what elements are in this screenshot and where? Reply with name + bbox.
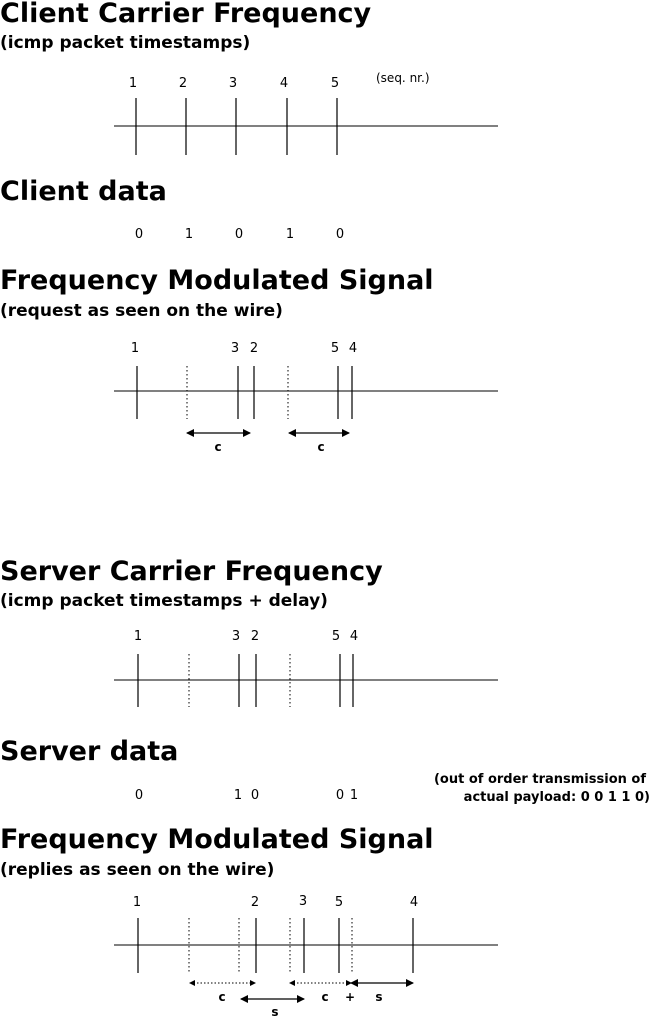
client-carrier-timeline: 1 2 3 4 5 (seq. nr.)	[114, 71, 498, 155]
data-bit: 0	[336, 227, 344, 242]
packet-label: 1	[131, 341, 139, 356]
reply-signal-subtitle: (replies as seen on the wire)	[0, 860, 274, 880]
seq-note: (seq. nr.)	[376, 71, 430, 85]
data-bit: 0	[135, 788, 143, 803]
interval-label: c	[317, 440, 324, 454]
packet-label: 5	[331, 341, 339, 356]
packet-label: 3	[299, 894, 307, 909]
seq-label-5: 5	[331, 76, 339, 91]
client-carrier-subtitle: (icmp packet timestamps)	[0, 33, 250, 53]
request-signal-subtitle: (request as seen on the wire)	[0, 301, 283, 321]
seq-label-2: 2	[179, 76, 187, 91]
packet-label: 4	[410, 895, 418, 910]
data-bit: 1	[350, 788, 358, 803]
interval-label: c	[321, 990, 328, 1004]
reply-signal-title: Frequency Modulated Signal	[0, 824, 434, 855]
packet-label: 1	[134, 629, 142, 644]
packet-label: 2	[251, 629, 259, 644]
data-bit: 1	[185, 227, 193, 242]
packet-label: 2	[251, 895, 259, 910]
data-bit: 1	[286, 227, 294, 242]
payload-note-line2: actual payload: 0 0 1 1 0)	[464, 790, 650, 805]
packet-label: 4	[350, 629, 358, 644]
interval-label: c	[214, 440, 221, 454]
server-carrier-subtitle: (icmp packet timestamps + delay)	[0, 591, 328, 611]
packet-label: 1	[133, 895, 141, 910]
server-data-bits: 0 1 0 0 1 (out of order transmission of …	[135, 772, 650, 805]
reply-signal-timeline: 1 2 3 5 4 c s c + s	[114, 894, 498, 1018]
packet-label: 2	[250, 341, 258, 356]
data-bit: 0	[251, 788, 259, 803]
data-bit: 1	[234, 788, 242, 803]
data-bit: 0	[135, 227, 143, 242]
request-signal-title: Frequency Modulated Signal	[0, 265, 434, 296]
packet-label: 4	[349, 341, 357, 356]
client-carrier-title: Client Carrier Frequency	[0, 0, 372, 29]
client-data-title: Client data	[0, 176, 167, 207]
interval-label: s	[375, 990, 382, 1004]
request-signal-timeline: 1 3 2 5 4 c c	[114, 341, 498, 454]
packet-label: 5	[335, 895, 343, 910]
client-data-bits: 0 1 0 1 0	[135, 227, 344, 242]
packet-label: 3	[231, 341, 239, 356]
payload-note-line1: (out of order transmission of	[434, 772, 646, 787]
server-carrier-title: Server Carrier Frequency	[0, 556, 383, 587]
server-carrier-timeline: 1 3 2 5 4	[114, 629, 498, 707]
data-bit: 0	[336, 788, 344, 803]
packet-label: 5	[332, 629, 340, 644]
seq-label-1: 1	[129, 76, 137, 91]
seq-label-4: 4	[280, 76, 288, 91]
interval-label: +	[345, 990, 355, 1004]
data-bit: 0	[235, 227, 243, 242]
interval-label: s	[271, 1005, 278, 1018]
server-data-title: Server data	[0, 736, 178, 767]
seq-label-3: 3	[229, 76, 237, 91]
interval-label: c	[218, 990, 225, 1004]
packet-label: 3	[232, 629, 240, 644]
